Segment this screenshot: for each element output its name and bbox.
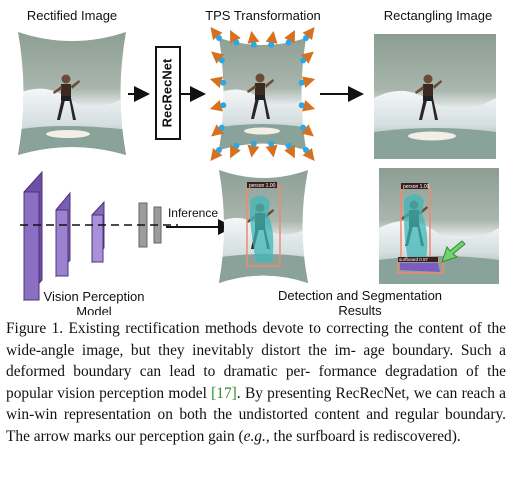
detection-result-rectangling: person 1.00 surfboard 0.97	[379, 168, 499, 284]
inference-label: Inference	[168, 206, 218, 220]
network-label: RecRecNet	[159, 58, 174, 127]
surfboard-confidence-label: surfboard 0.97	[399, 257, 429, 262]
figure-diagram: Rectified Image TPS Transformation Recta…	[18, 8, 499, 319]
person-confidence-label: person 1.00	[249, 183, 276, 189]
recrecnet-box: RecRecNet	[155, 46, 181, 140]
caption-part-2: age boundary. Such a deformed boundary c…	[6, 341, 506, 381]
tps-control-point	[233, 39, 240, 46]
rectified-image	[18, 32, 126, 155]
person-confidence-label-right: person 1.00	[403, 184, 430, 190]
tps-control-points	[216, 35, 309, 153]
tps-control-point	[218, 124, 225, 131]
tps-transformation	[209, 26, 316, 162]
tps-control-point	[220, 102, 227, 109]
tps-control-point	[216, 35, 222, 41]
vision-perception-model	[20, 170, 178, 302]
tps-control-point	[218, 57, 225, 64]
caption-part-3: formance degradation of the popular visi…	[6, 363, 506, 402]
tps-control-point	[233, 142, 240, 149]
vision-label-line1: Vision Perception	[44, 289, 145, 304]
detection-result-distorted: person 1.00	[219, 170, 308, 283]
tps-control-point	[303, 35, 309, 41]
tps-control-point	[285, 39, 292, 46]
citation-link[interactable]: [17]	[211, 384, 237, 402]
tps-control-point	[303, 147, 309, 153]
figure-caption: Figure 1. Existing rectification methods…	[6, 318, 506, 448]
figure: Rectified Image TPS Transformation Recta…	[18, 8, 499, 319]
tps-control-point	[220, 79, 227, 86]
tps-control-point	[216, 147, 222, 153]
tps-control-point	[268, 41, 275, 48]
caption-part-4: .	[236, 384, 241, 402]
tps-control-point	[285, 142, 292, 149]
tps-control-point	[300, 57, 307, 64]
tps-control-point	[298, 79, 305, 86]
tps-control-point	[250, 41, 257, 48]
tps-control-point	[298, 102, 305, 109]
results-label-line2: Results	[338, 303, 382, 315]
caption-part-1: Figure 1. Existing rectification methods…	[6, 320, 506, 359]
caption-part-5: By presenting RecRecNet, we can reach a …	[6, 384, 506, 445]
label-tps-transformation: TPS Transformation	[205, 8, 321, 23]
tps-control-point	[300, 124, 307, 131]
rectangling-image	[374, 34, 496, 159]
tps-control-point	[250, 140, 257, 147]
label-rectangling-image: Rectangling Image	[384, 8, 492, 23]
results-label-line1: Detection and Segmentation	[278, 288, 442, 303]
tps-control-point	[268, 140, 275, 147]
vision-label-line2: Model	[76, 304, 112, 315]
caption-eg: e.g.	[243, 427, 266, 445]
gain-arrow	[441, 240, 466, 263]
caption-part-6: , the surfboard is rediscovered).	[265, 427, 461, 445]
label-rectified-image: Rectified Image	[27, 8, 117, 23]
